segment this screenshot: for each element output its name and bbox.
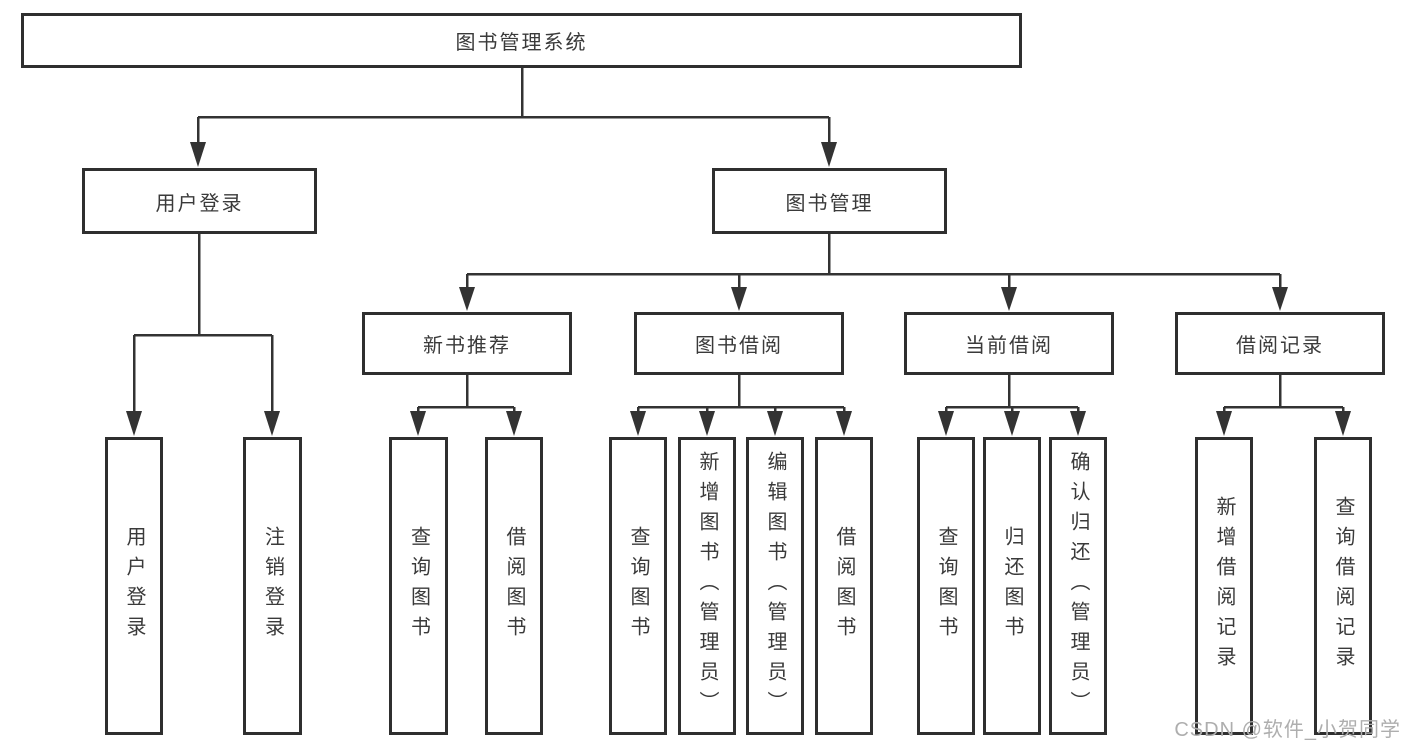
node-label: 用户登录 (155, 192, 244, 215)
node-label: 图书管理系统 (455, 32, 588, 54)
node-leaf-query-books-2: 查询图书 (609, 437, 667, 735)
node-leaf-logout: 注销登录 (243, 437, 302, 735)
node-label: 借阅图书 (503, 526, 525, 646)
node-leaf-return-books: 归还图书 (983, 437, 1041, 735)
node-label: 注销登录 (261, 526, 284, 646)
node-label: 查询图书 (935, 526, 957, 646)
node-leaf-user-login: 用户登录 (105, 437, 163, 735)
node-borrow-records: 借阅记录 (1175, 312, 1385, 375)
node-label: 用户登录 (123, 526, 145, 646)
node-current-borrowing: 当前借阅 (904, 312, 1114, 375)
node-leaf-borrow-books-2: 借阅图书 (815, 437, 873, 735)
node-leaf-add-borrow-record: 新增借阅记录 (1195, 437, 1253, 735)
node-leaf-borrow-books-1: 借阅图书 (485, 437, 543, 735)
node-label: 确认归还（管理员） (1067, 451, 1089, 721)
node-label: 借阅记录 (1236, 335, 1324, 357)
node-leaf-confirm-return-admin: 确认归还（管理员） (1049, 437, 1107, 735)
node-label: 查询借阅记录 (1332, 496, 1354, 676)
node-leaf-add-book-admin: 新增图书（管理员） (678, 437, 736, 735)
node-label: 归还图书 (1001, 526, 1023, 646)
node-label: 新增图书（管理员） (696, 451, 718, 721)
node-label: 图书借阅 (695, 335, 783, 357)
node-label: 当前借阅 (965, 335, 1053, 357)
node-label: 编辑图书（管理员） (764, 451, 786, 721)
csdn-watermark: CSDN @软件_小贺同学 (1174, 719, 1401, 741)
node-leaf-edit-book-admin: 编辑图书（管理员） (746, 437, 804, 735)
node-label: 查询图书 (627, 526, 649, 646)
node-user-login-module: 用户登录 (82, 168, 317, 234)
node-book-borrowing: 图书借阅 (634, 312, 844, 375)
node-new-book-recommend: 新书推荐 (362, 312, 572, 375)
node-label: 查询图书 (407, 526, 430, 646)
node-leaf-query-books-1: 查询图书 (389, 437, 448, 735)
node-label: 新增借阅记录 (1213, 496, 1235, 676)
node-leaf-query-books-3: 查询图书 (917, 437, 975, 735)
node-library-system: 图书管理系统 (21, 13, 1022, 68)
node-label: 图书管理 (785, 192, 874, 215)
node-book-management-module: 图书管理 (712, 168, 947, 234)
node-label: 借阅图书 (833, 526, 855, 646)
node-leaf-query-borrow-record: 查询借阅记录 (1314, 437, 1372, 735)
node-label: 新书推荐 (423, 335, 511, 357)
